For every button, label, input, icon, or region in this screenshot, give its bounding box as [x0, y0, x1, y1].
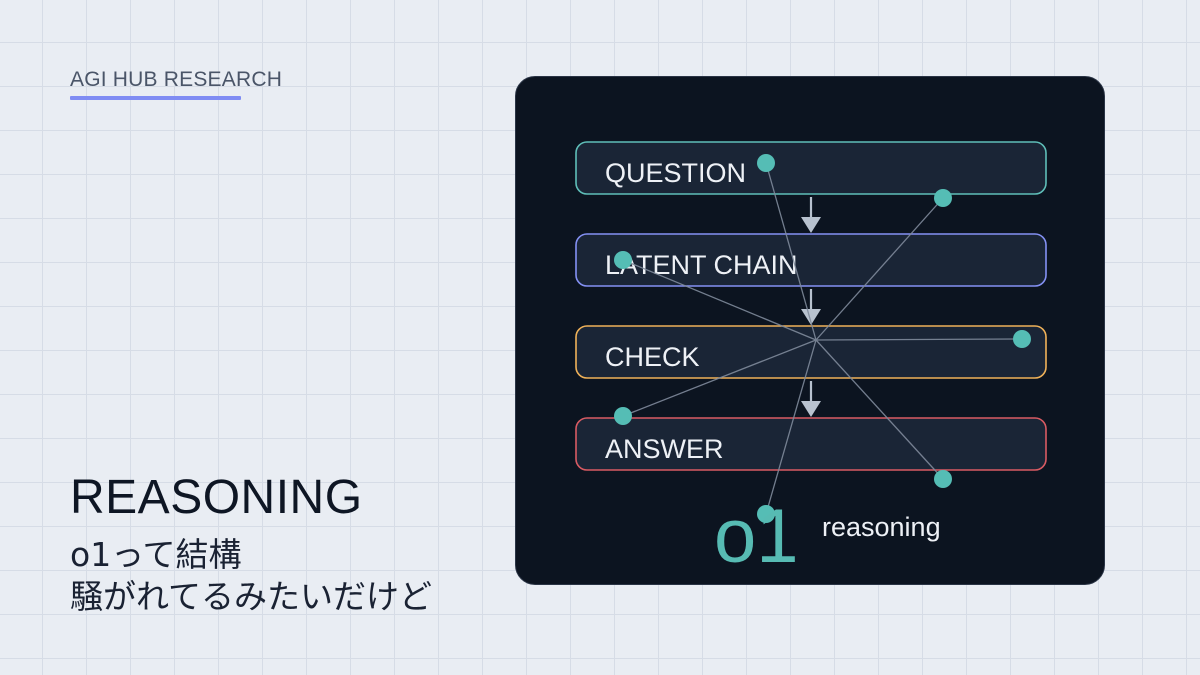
- node-dot: [757, 505, 775, 523]
- step-box: [575, 141, 1047, 195]
- headline-title: REASONING: [70, 471, 363, 524]
- connection-lines: [622, 162, 1023, 515]
- connection-line: [622, 259, 817, 341]
- step-label: LATENT CHAIN: [605, 250, 798, 280]
- step-latent-chain: LATENT CHAIN: [575, 233, 1047, 287]
- connection-line: [765, 162, 817, 341]
- node-dot: [1013, 330, 1031, 348]
- arrow-down-icon: [801, 289, 821, 325]
- step-box: [575, 233, 1047, 287]
- brand-label: AGI HUB RESEARCH: [70, 68, 283, 91]
- connection-line: [815, 338, 1023, 341]
- node-dot: [934, 189, 952, 207]
- step-label: ANSWER: [605, 434, 724, 464]
- connection-line: [765, 339, 817, 515]
- headline-subtitle-line2: 騒がれてるみたいだけど: [70, 577, 433, 616]
- reasoning-diagram-panel: QUESTION LATENT CHAIN CHECK ANSWER: [515, 76, 1105, 585]
- node-dot: [934, 470, 952, 488]
- step-label: QUESTION: [605, 158, 746, 188]
- connection-line: [815, 197, 944, 341]
- step-label: CHECK: [605, 342, 700, 372]
- brand-underline: [70, 96, 241, 100]
- node-dot: [614, 407, 632, 425]
- arrow-down-icon: [801, 381, 821, 417]
- connection-line: [622, 339, 817, 417]
- reasoning-diagram: QUESTION LATENT CHAIN CHECK ANSWER: [575, 141, 1047, 579]
- o1-mark: o1: [714, 494, 799, 579]
- node-dot: [757, 154, 775, 172]
- step-box: [575, 417, 1047, 471]
- node-dot: [614, 251, 632, 269]
- connection-line: [815, 339, 944, 480]
- arrow-down-icon: [801, 197, 821, 233]
- reasoning-caption: reasoning: [822, 512, 941, 542]
- step-question: QUESTION: [575, 141, 1047, 195]
- headline-subtitle-line1: o1って結構: [70, 535, 242, 574]
- step-check: CHECK: [575, 325, 1047, 379]
- connection-nodes: [614, 154, 1031, 523]
- step-answer: ANSWER: [575, 417, 1047, 471]
